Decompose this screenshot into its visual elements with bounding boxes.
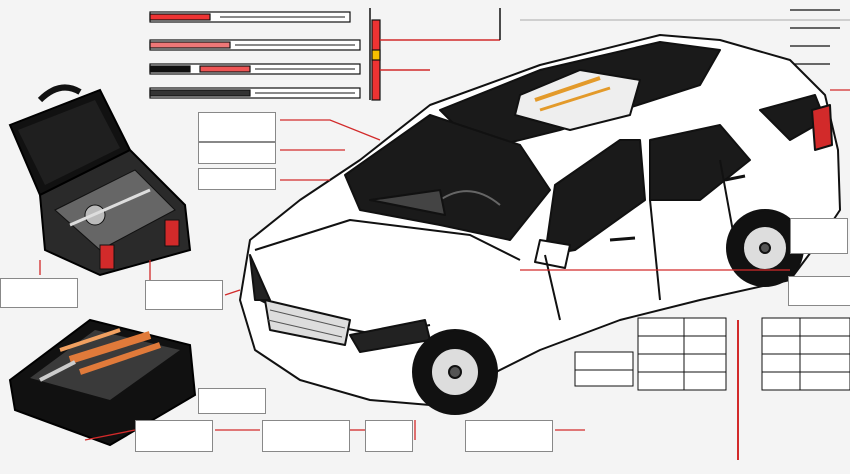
callout-label bbox=[198, 112, 276, 142]
callout-label bbox=[198, 388, 266, 414]
callout-label bbox=[0, 278, 78, 308]
parts-strip-group bbox=[149, 8, 850, 101]
callout-label bbox=[262, 420, 350, 452]
spec-table bbox=[761, 317, 850, 391]
callout-leaders bbox=[39, 89, 850, 441]
parts-strip bbox=[149, 39, 361, 51]
parts-strip bbox=[149, 63, 361, 75]
spec-table bbox=[637, 317, 727, 391]
top-right-legend bbox=[790, 9, 840, 65]
callout-label bbox=[365, 420, 413, 452]
parts-strip bbox=[149, 11, 351, 23]
fuse-strip bbox=[371, 49, 381, 61]
open-tool-case bbox=[8, 84, 192, 277]
sedan-car bbox=[239, 34, 841, 415]
parts-strip bbox=[149, 87, 361, 99]
notes-box bbox=[574, 351, 634, 387]
callout-label bbox=[145, 280, 223, 310]
spare-parts-tray bbox=[8, 318, 197, 447]
callout-label bbox=[790, 218, 848, 254]
callout-label bbox=[135, 420, 213, 452]
callout-label bbox=[198, 142, 276, 164]
callout-label bbox=[465, 420, 553, 452]
callout-label bbox=[788, 276, 850, 306]
callout-label bbox=[198, 168, 276, 190]
